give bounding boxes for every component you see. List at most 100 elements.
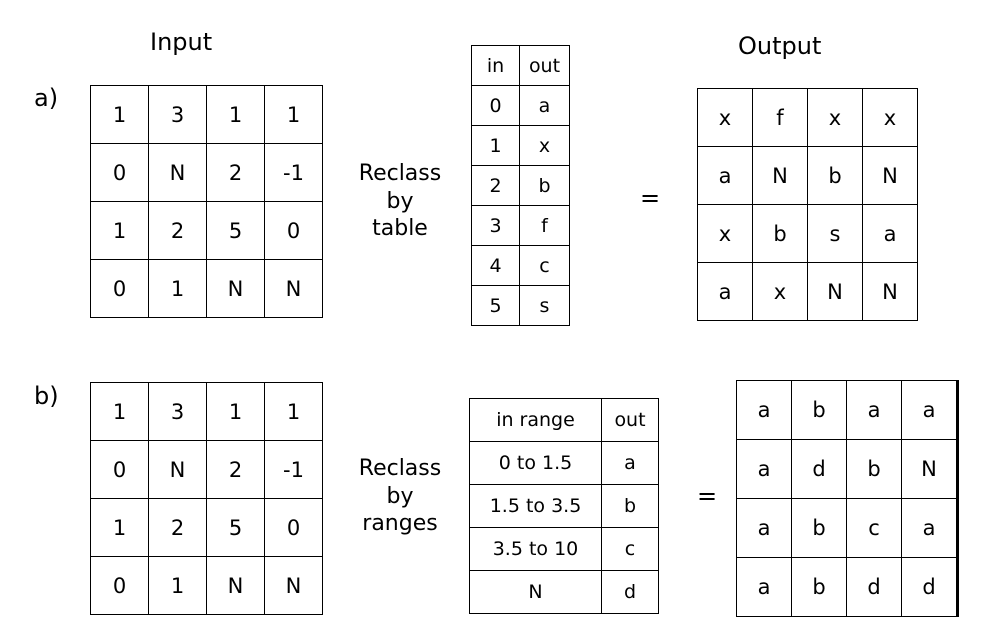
part-a-output-cell: N xyxy=(862,146,918,205)
part-b-input-cell: -1 xyxy=(264,440,323,499)
part-b-output-cell: b xyxy=(791,557,847,617)
part-b-label: b) xyxy=(34,382,59,410)
part-b-lookup-cell: b xyxy=(601,484,659,528)
part-b-input-cell: 0 xyxy=(90,556,149,615)
part-a-output-cell: a xyxy=(697,262,753,321)
input-heading: Input xyxy=(150,28,213,56)
part-b-input-cell: 5 xyxy=(206,498,265,557)
part-b-output-cell: a xyxy=(901,498,958,558)
part-b-output-cell: b xyxy=(791,498,847,558)
part-a-output-cell: x xyxy=(752,262,808,321)
part-b-input-cell: 0 xyxy=(264,498,323,557)
part-a-output-cell: N xyxy=(807,262,863,321)
part-b-input-cell: 1 xyxy=(148,556,207,615)
part-b-method-label: Reclass by ranges xyxy=(358,456,442,536)
part-b-output-cell: a xyxy=(736,380,792,440)
part-a-output-cell: N xyxy=(862,262,918,321)
part-a-output-cell: N xyxy=(752,146,808,205)
part-a-lookup-cell: 1 xyxy=(471,125,520,166)
part-a-lookup-header-cell: out xyxy=(519,45,570,86)
part-a-input-cell: 1 xyxy=(206,85,265,144)
part-b-input-cell: N xyxy=(264,556,323,615)
part-a-output-cell: x xyxy=(697,88,753,147)
part-a-output-cell: x xyxy=(862,88,918,147)
part-a-output-cell: a xyxy=(697,146,753,205)
part-a-output-cell: s xyxy=(807,204,863,263)
part-a-equals-sign: = xyxy=(640,184,661,212)
part-a-input-cell: 2 xyxy=(206,143,265,202)
part-a-input-cell: N xyxy=(206,259,265,318)
part-b-input-cell: 1 xyxy=(90,498,149,557)
part-a-input-cell: 5 xyxy=(206,201,265,260)
part-b-equals-sign: = xyxy=(697,482,718,510)
part-a-input-cell: N xyxy=(264,259,323,318)
part-b-lookup-cell: N xyxy=(469,570,602,614)
part-a-input-cell: 0 xyxy=(264,201,323,260)
part-b-output-cell: c xyxy=(846,498,902,558)
part-b-output-cell: d xyxy=(791,439,847,499)
part-a-lookup-cell: 4 xyxy=(471,245,520,286)
part-b-output-cell: b xyxy=(791,380,847,440)
part-a-lookup-cell: x xyxy=(519,125,570,166)
part-a-output-cell: b xyxy=(807,146,863,205)
part-b-output-cell: a xyxy=(846,380,902,440)
part-b-input-cell: N xyxy=(206,556,265,615)
part-b-lookup-header-cell: in range xyxy=(469,398,602,442)
part-a-label: a) xyxy=(34,84,59,112)
part-a-input-cell: -1 xyxy=(264,143,323,202)
part-b-lookup-cell: 1.5 to 3.5 xyxy=(469,484,602,528)
part-a-method-label: Reclass by table xyxy=(358,161,442,241)
part-a-input-cell: 1 xyxy=(90,201,149,260)
part-b-output-cell: a xyxy=(901,380,958,440)
part-a-input-cell: 2 xyxy=(148,201,207,260)
part-b-output-cell: a xyxy=(736,557,792,617)
part-b-lookup-header-cell: out xyxy=(601,398,659,442)
part-b-input-cell: 3 xyxy=(148,382,207,441)
part-a-lookup-cell: 2 xyxy=(471,165,520,206)
part-a-lookup-header-cell: in xyxy=(471,45,520,86)
part-b-input-cell: 2 xyxy=(206,440,265,499)
part-b-lookup-cell: d xyxy=(601,570,659,614)
part-a-input-cell: 1 xyxy=(148,259,207,318)
part-a-lookup-cell: f xyxy=(519,205,570,246)
part-a-output-cell: x xyxy=(807,88,863,147)
part-a-lookup-cell: 5 xyxy=(471,285,520,326)
part-b-output-cell: b xyxy=(846,439,902,499)
part-a-lookup-cell: c xyxy=(519,245,570,286)
part-a-output-cell: b xyxy=(752,204,808,263)
part-a-input-cell: 0 xyxy=(90,259,149,318)
part-b-lookup-cell: c xyxy=(601,527,659,571)
part-b-input-cell: 2 xyxy=(148,498,207,557)
part-a-input-cell: 1 xyxy=(264,85,323,144)
part-a-lookup-cell: b xyxy=(519,165,570,206)
part-b-output-cell: a xyxy=(736,439,792,499)
part-a-output-cell: x xyxy=(697,204,753,263)
part-a-output-cell: f xyxy=(752,88,808,147)
part-a-input-cell: 0 xyxy=(90,143,149,202)
